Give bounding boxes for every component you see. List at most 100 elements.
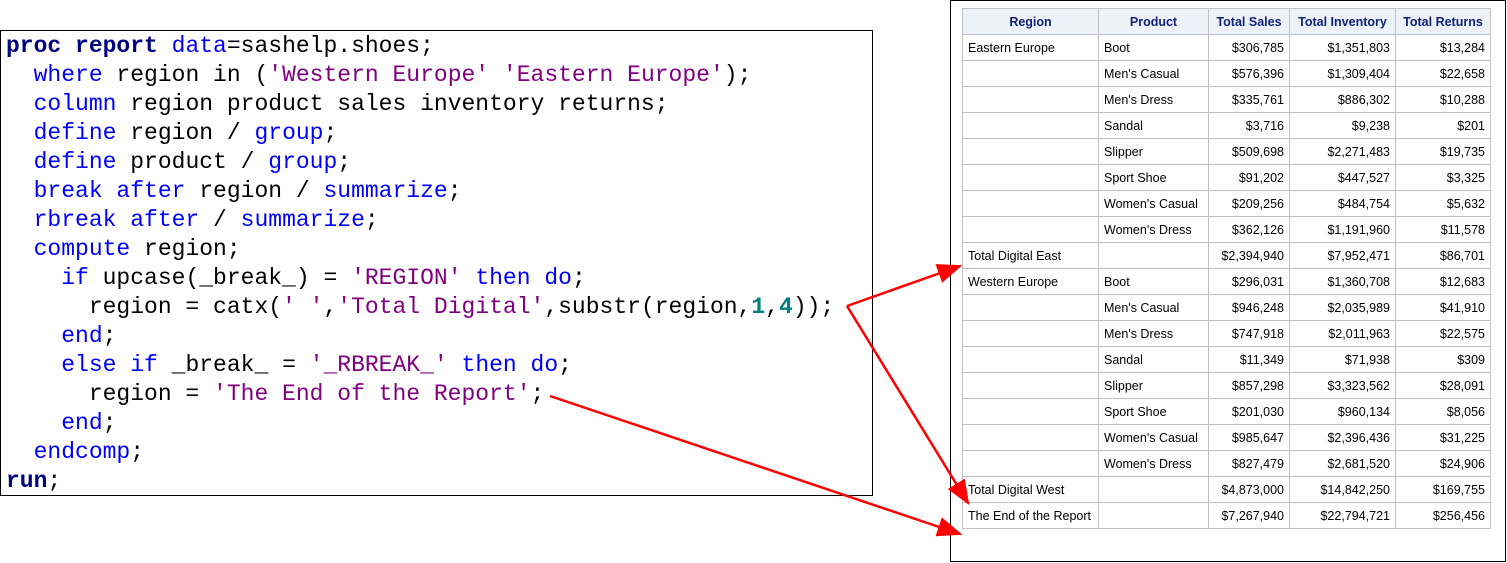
code-token: , [323,294,338,320]
code-token: =sashelp.shoes; [226,33,434,59]
cell-region [962,450,1099,477]
cell-sales: $306,785 [1208,34,1290,61]
table-row: Sport Shoe$91,202$447,527$3,325 [962,164,1491,191]
cell-region [962,424,1099,451]
cell-sales: $576,396 [1208,60,1290,87]
code-line: where region in ('Western Europe' 'Easte… [6,61,872,90]
code-line: column region product sales inventory re… [6,90,872,119]
cell-region [962,346,1099,373]
code-token: compute [33,236,131,262]
cell-product: Slipper [1098,372,1209,399]
code-token [6,149,34,175]
cell-product: Boot [1098,34,1209,61]
cell-inventory: $2,396,436 [1289,424,1396,451]
cell-region [962,86,1099,113]
cell-returns: $13,284 [1395,34,1491,61]
cell-returns: $41,910 [1395,294,1491,321]
cell-region [962,398,1099,425]
cell-product [1098,476,1209,503]
cell-inventory: $9,238 [1289,112,1396,139]
cell-returns: $8,056 [1395,398,1491,425]
cell-inventory: $22,794,721 [1289,502,1396,529]
table-row: Total Digital West$4,873,000$14,842,250$… [962,476,1491,503]
cell-inventory: $484,754 [1289,190,1396,217]
code-token: 4 [779,294,793,320]
cell-product: Sandal [1098,112,1209,139]
code-line: region = catx(' ','Total Digital',substr… [6,293,872,322]
cell-inventory: $447,527 [1289,164,1396,191]
code-token: rbreak after [33,207,200,233]
sas-code-panel: proc report data=sashelp.shoes; where re… [0,30,873,496]
cell-returns: $24,906 [1395,450,1491,477]
code-token: break after [33,178,186,204]
cell-returns: $10,288 [1395,86,1491,113]
code-token: else if [61,352,158,378]
cell-region [962,294,1099,321]
table-row: Men's Dress$747,918$2,011,963$22,575 [962,320,1491,347]
cell-product [1098,502,1209,529]
cell-inventory: $960,134 [1289,398,1396,425]
cell-returns: $256,456 [1395,502,1491,529]
cell-inventory: $2,681,520 [1289,450,1396,477]
cell-sales: $747,918 [1208,320,1290,347]
code-token [6,236,34,262]
cell-returns: $86,701 [1395,242,1491,269]
code-token: data [171,33,227,59]
cell-product: Women's Casual [1098,190,1209,217]
code-token: ; [337,149,352,175]
cell-region: Total Digital West [962,476,1099,503]
cell-returns: $22,658 [1395,60,1491,87]
code-token: summarize [323,178,448,204]
cell-region: Western Europe [962,268,1099,295]
code-token [6,352,61,378]
code-token: ; [447,178,462,204]
code-line: run; [6,467,872,496]
cell-inventory: $2,011,963 [1289,320,1396,347]
code-token: upcase(_break_) = [88,265,352,291]
cell-sales: $91,202 [1208,164,1290,191]
code-token: 'Total Digital' [337,294,545,320]
header-region: Region [962,8,1099,35]
cell-inventory: $1,360,708 [1289,268,1396,295]
table-row: Men's Casual$946,248$2,035,989$41,910 [962,294,1491,321]
cell-sales: $201,030 [1208,398,1290,425]
cell-returns: $201 [1395,112,1491,139]
cell-product: Men's Casual [1098,294,1209,321]
cell-returns: $31,225 [1395,424,1491,451]
cell-returns: $3,325 [1395,164,1491,191]
cell-product: Women's Dress [1098,450,1209,477]
code-token: define [33,149,117,175]
cell-inventory: $2,271,483 [1289,138,1396,165]
code-token: define [33,120,117,146]
code-token [6,207,34,233]
code-token [489,62,503,88]
cell-sales: $11,349 [1208,346,1290,373]
cell-returns: $19,735 [1395,138,1491,165]
code-line: define region / group; [6,119,872,148]
cell-inventory: $1,351,803 [1289,34,1396,61]
code-token: region / [185,178,324,204]
code-token: end [61,323,103,349]
table-row: The End of the Report$7,267,940$22,794,7… [962,502,1491,529]
code-line: region = 'The End of the Report'; [6,380,872,409]
cell-returns: $12,683 [1395,268,1491,295]
cell-product: Boot [1098,268,1209,295]
cell-region [962,372,1099,399]
header-product: Product [1098,8,1209,35]
code-token: ); [723,62,752,88]
header-total-inventory: Total Inventory [1289,8,1396,35]
code-token: end [61,410,103,436]
cell-region [962,112,1099,139]
code-token [448,352,462,378]
code-token: ; [530,381,545,407]
cell-returns: $28,091 [1395,372,1491,399]
code-token [6,439,34,465]
table-row: Sport Shoe$201,030$960,134$8,056 [962,398,1491,425]
code-token: run [6,468,48,494]
code-token: 'Western Europe' [268,62,490,88]
cell-product: Sport Shoe [1098,164,1209,191]
code-token [6,323,61,349]
code-token: ; [571,265,586,291]
code-token: ; [102,323,117,349]
code-token: if [61,265,89,291]
